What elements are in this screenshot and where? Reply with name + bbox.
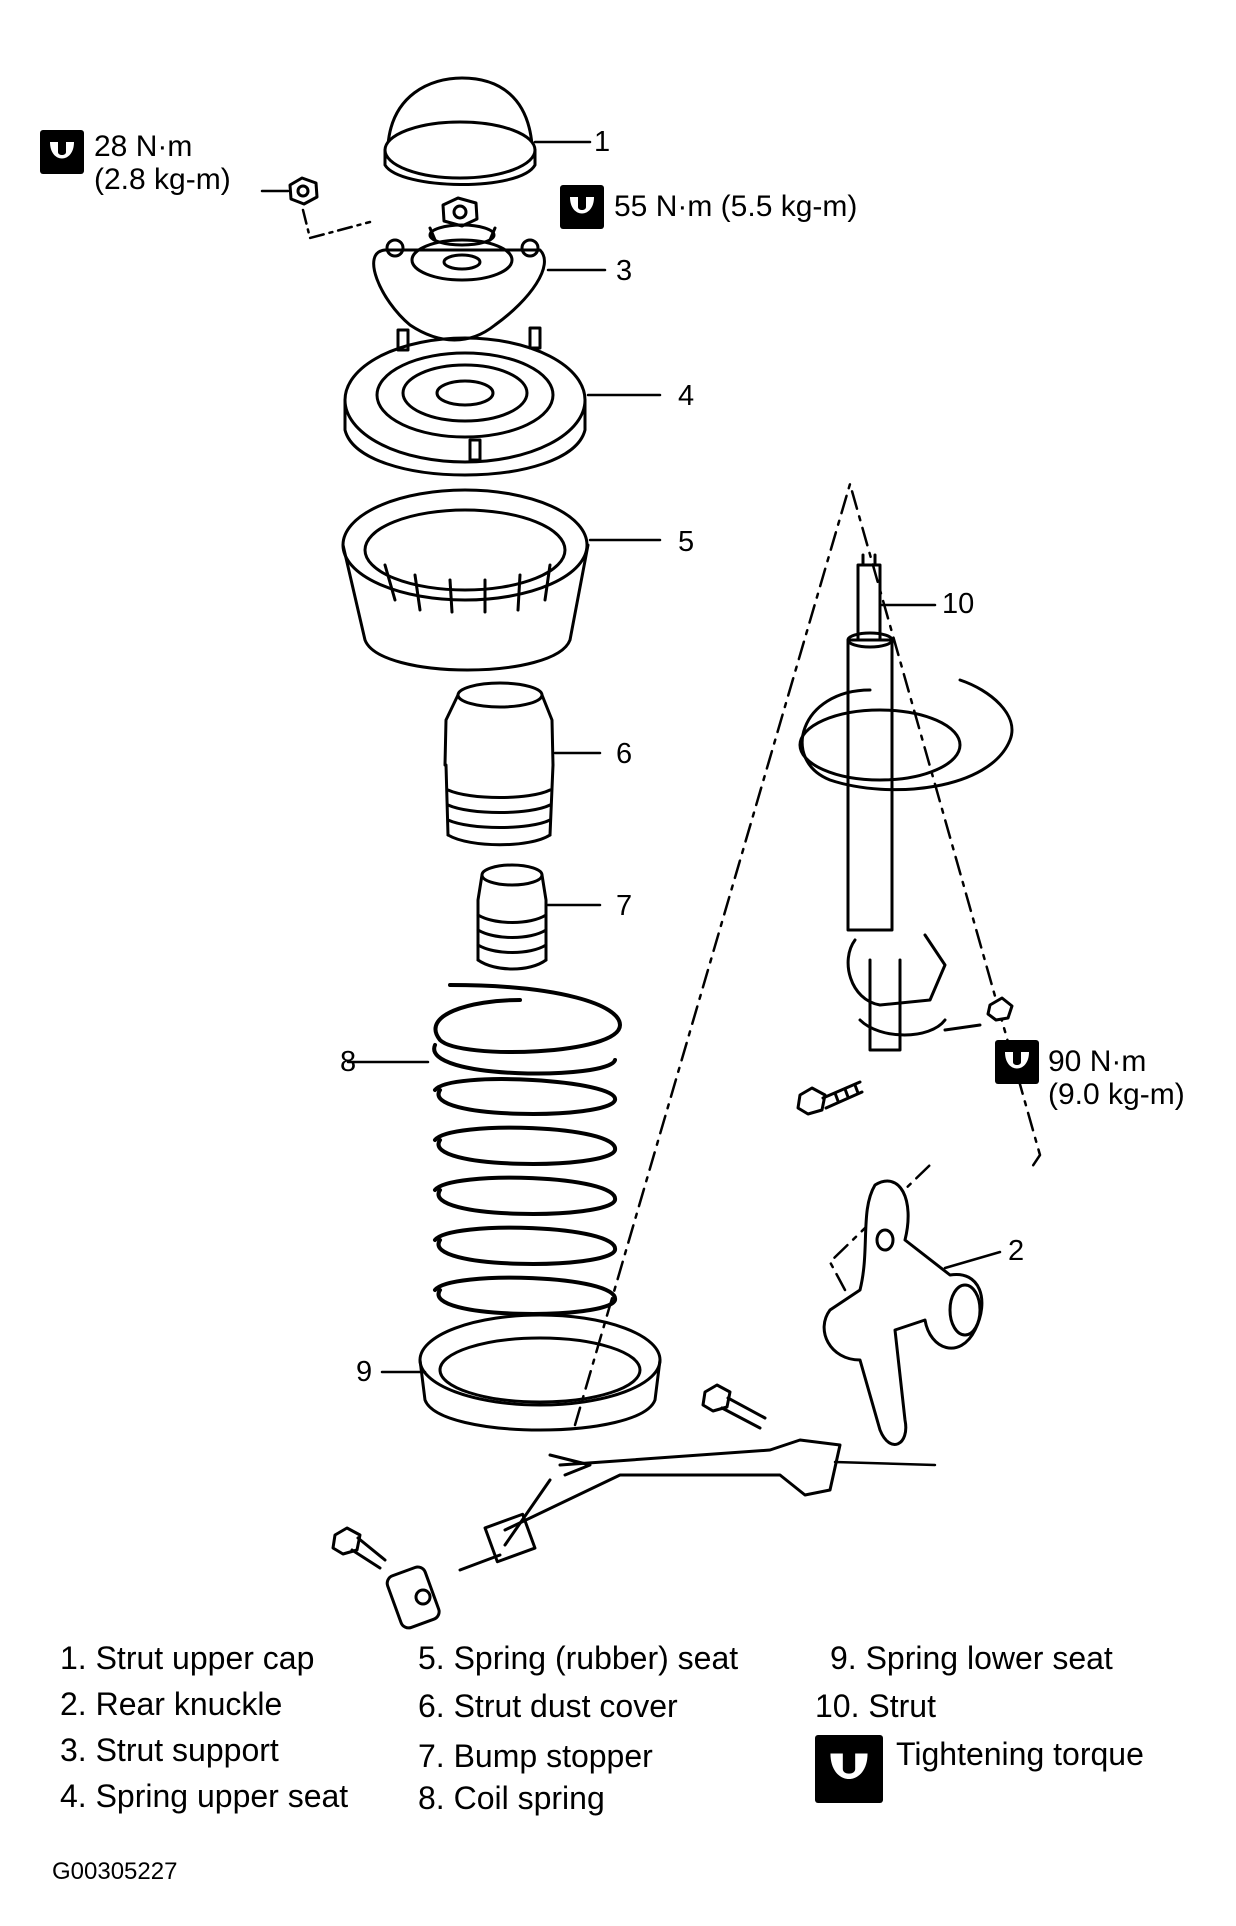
part-coil-spring [346, 983, 622, 1316]
part-spring-upper-seat [343, 336, 662, 477]
callout-5: 5 [678, 526, 695, 558]
torque-90-kgm: (9.0 kg-m) [1048, 1078, 1185, 1111]
part-strut-support [372, 223, 607, 352]
part-nut-28 [260, 176, 372, 240]
legend-item-1: 1. Strut upper cap [60, 1640, 315, 1676]
part-spring-lower-seat [380, 1313, 662, 1432]
callout-1: 1 [594, 126, 611, 158]
callout-3: 3 [616, 255, 633, 287]
part-strut [796, 553, 1014, 1116]
part-strut-dust-cover [443, 681, 602, 847]
callout-4: 4 [678, 380, 695, 412]
legend-torque-text: Tightening torque [896, 1736, 1144, 1772]
callout-8: 8 [340, 1046, 357, 1078]
torque-90-value: 90 N·m [1048, 1045, 1147, 1078]
callout-9: 9 [356, 1356, 373, 1388]
torque-28-kgm: (2.8 kg-m) [94, 163, 231, 196]
callout-2: 2 [1008, 1235, 1025, 1267]
part-rear-knuckle [822, 1179, 1002, 1446]
legend-item-8: 8. Coil spring [418, 1780, 605, 1816]
part-nut-55 [441, 196, 479, 228]
torque-wrench-icon [560, 185, 604, 229]
legend-item-2: 2. Rear knuckle [60, 1686, 283, 1722]
torque-wrench-icon [40, 130, 84, 174]
part-strut-upper-cap [383, 76, 592, 186]
torque-wrench-icon [815, 1735, 883, 1803]
part-bump-stopper [476, 863, 602, 971]
lower-arm-bolt-icon [331, 1526, 387, 1570]
callout-6: 6 [616, 738, 633, 770]
part-spring-rubber-seat [341, 488, 662, 672]
callout-10: 10 [942, 588, 975, 620]
knuckle-bolt-icon [701, 1383, 767, 1430]
figure-code: G00305227 [52, 1858, 178, 1885]
legend-item-6: 6. Strut dust cover [418, 1688, 678, 1724]
legend-item-3: 3. Strut support [60, 1732, 279, 1768]
legend-item-4: 4. Spring upper seat [60, 1778, 349, 1814]
legend-item-9: 9. Spring lower seat [830, 1640, 1113, 1676]
legend-item-10: 10. Strut [815, 1688, 936, 1724]
legend-item-5: 5. Spring (rubber) seat [418, 1640, 739, 1676]
torque-28-value: 28 N·m [94, 130, 193, 163]
torque-55-value: 55 N·m (5.5 kg-m) [614, 190, 858, 223]
strut-bolt-icon [796, 1080, 864, 1116]
legend-item-7: 7. Bump stopper [418, 1738, 653, 1774]
torque-wrench-icon [995, 1040, 1039, 1084]
part-lower-arm [331, 1383, 937, 1630]
callout-7: 7 [616, 890, 633, 922]
